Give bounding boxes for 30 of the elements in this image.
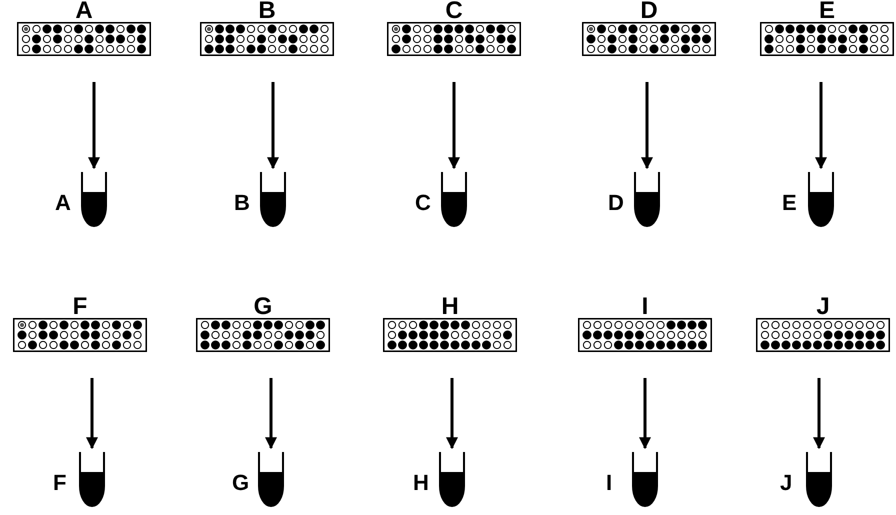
plate-heading: I xyxy=(640,296,650,318)
plate-heading: G xyxy=(252,296,274,318)
plate-heading: A xyxy=(74,0,94,22)
tube-label: C xyxy=(415,192,431,214)
plate-heading: E xyxy=(818,0,836,22)
tube-label: E xyxy=(782,192,797,214)
tube-label: G xyxy=(232,472,250,494)
tube-label: H xyxy=(413,472,429,494)
plate-heading: C xyxy=(444,0,464,22)
plate-heading: H xyxy=(440,296,460,318)
tube-label: A xyxy=(55,192,71,214)
arrow xyxy=(265,378,277,450)
arrow xyxy=(267,82,279,170)
arrow xyxy=(448,82,460,170)
arrow xyxy=(88,82,100,170)
tube-label: F xyxy=(53,472,66,494)
arrow xyxy=(813,378,825,450)
plate-heading: J xyxy=(815,296,831,318)
tube-label: J xyxy=(780,472,792,494)
arrow xyxy=(446,378,458,450)
arrow xyxy=(641,82,653,170)
plate-heading: B xyxy=(257,0,277,22)
plate-heading: F xyxy=(72,296,88,318)
plate-heading: D xyxy=(639,0,659,22)
tube-label: I xyxy=(606,472,612,494)
arrow xyxy=(639,378,651,450)
arrow xyxy=(86,378,98,450)
arrow xyxy=(815,82,827,170)
tube-label: B xyxy=(234,192,250,214)
tube-label: D xyxy=(608,192,624,214)
